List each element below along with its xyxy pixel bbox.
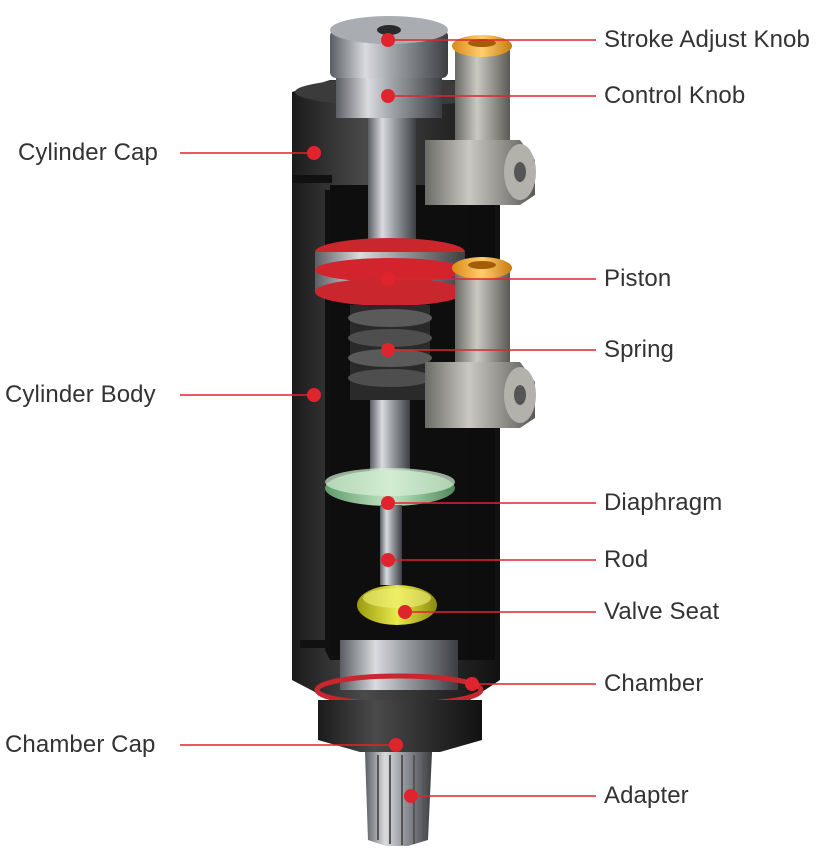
piston-shape [315,238,465,306]
label-adapter: Adapter [604,782,689,809]
stroke-adjust-knob-shape [330,16,448,118]
spring-shape [348,305,432,480]
dot-adapter [404,789,418,803]
label-cylinder-cap: Cylinder Cap [18,139,158,166]
adapter-shape [365,752,432,846]
dot-diaphragm [381,496,395,510]
dot-chamber [465,677,479,691]
chamber-cap-shape [318,700,482,752]
leader-lines [180,39,596,797]
dot-valve-seat [398,605,412,619]
label-piston: Piston [604,265,672,292]
label-spring: Spring [604,336,674,363]
dot-spring [381,343,395,357]
dot-piston [381,272,395,286]
valve-seat-shape [357,585,437,625]
label-cylinder-body: Cylinder Body [5,381,156,408]
dot-cylinder-body [307,388,321,402]
label-control-knob: Control Knob [604,82,746,109]
dot-stroke-adjust-knob [381,33,395,47]
label-rod: Rod [604,546,649,573]
stem-shape [368,118,416,248]
label-diaphragm: Diaphragm [604,489,723,516]
diaphragm-shape [325,468,455,506]
dot-rod [381,553,395,567]
label-stroke-adjust-knob: Stroke Adjust Knob [604,26,810,53]
marker-dots [307,33,479,803]
dot-control-knob [381,89,395,103]
lower-air-fitting-shape [425,257,536,428]
dot-chamber-cap [389,738,403,752]
dot-cylinder-cap [307,146,321,160]
label-chamber-cap: Chamber Cap [5,731,156,758]
label-valve-seat: Valve Seat [604,598,720,625]
rod-shape [380,505,402,585]
label-chamber: Chamber [604,670,704,697]
